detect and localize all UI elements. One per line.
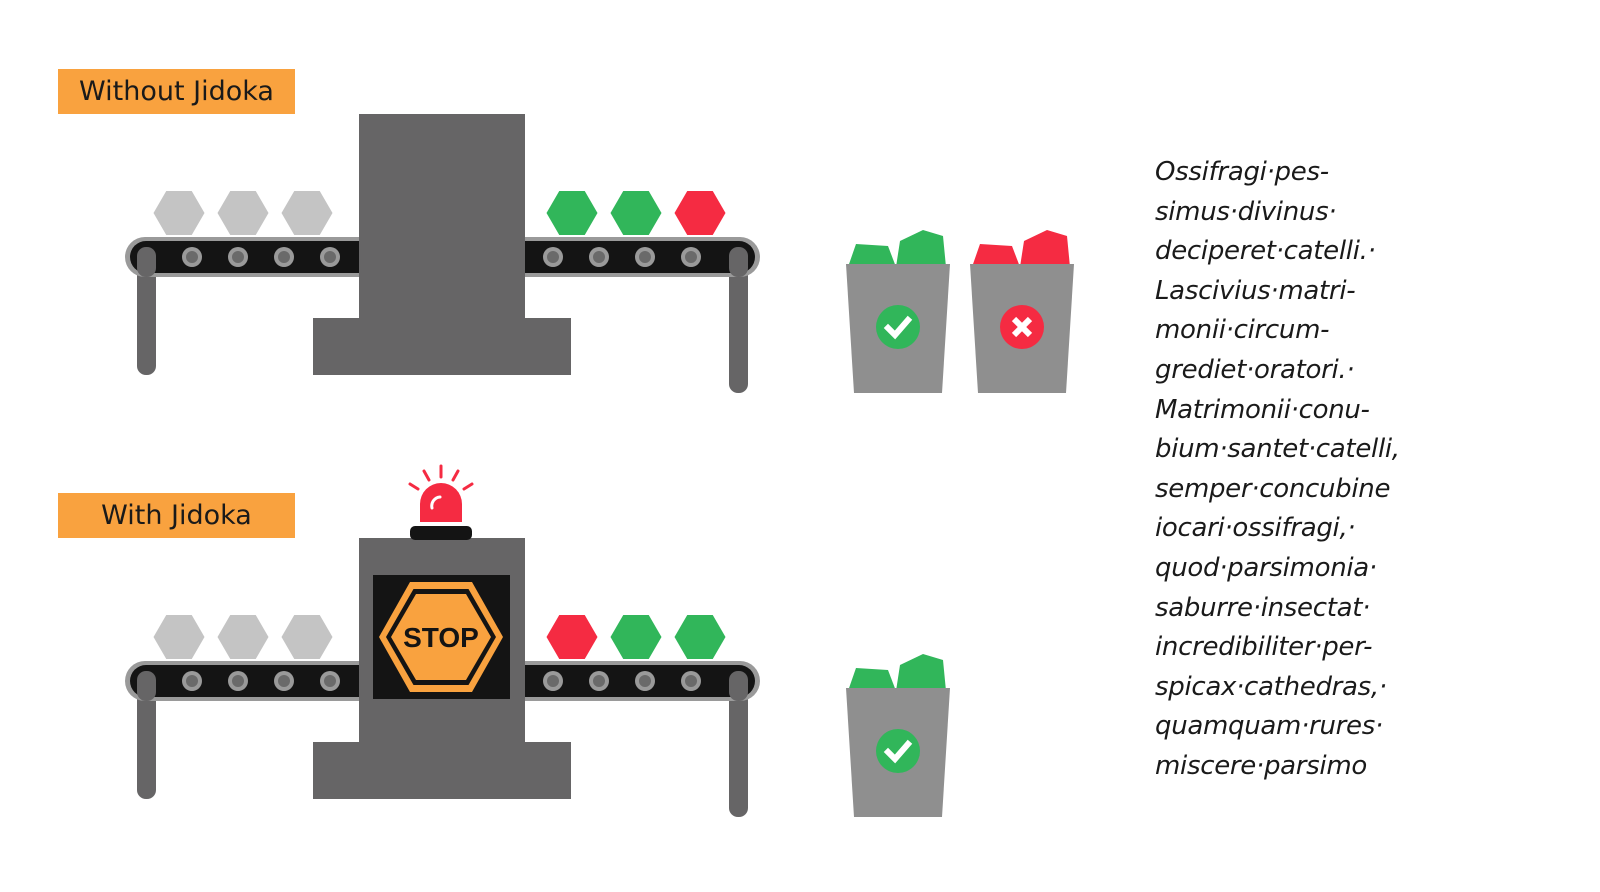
alarm-dome bbox=[420, 483, 462, 522]
body-text-line: semper·concubine bbox=[1155, 473, 1391, 504]
body-text-line: quod·parsimonia· bbox=[1155, 552, 1377, 583]
roller-hub bbox=[232, 251, 244, 263]
roller-hub bbox=[685, 251, 697, 263]
bin-defect bbox=[970, 230, 1074, 393]
body-text-line: Ossifragi·pes- bbox=[1155, 157, 1329, 187]
part-unprocessed bbox=[281, 615, 333, 659]
part-defect bbox=[546, 615, 598, 659]
conveyor-leg-left bbox=[137, 250, 156, 375]
machine-base bbox=[313, 318, 571, 375]
part-unprocessed bbox=[217, 615, 269, 659]
roller-hub bbox=[547, 675, 559, 687]
alarm-highlight bbox=[430, 495, 442, 510]
label-with-jidoka: With Jidoka bbox=[58, 493, 295, 538]
body-text-line: deciperet·catelli.· bbox=[1155, 236, 1376, 267]
roller-hub bbox=[232, 675, 244, 687]
x-stroke bbox=[1011, 316, 1033, 338]
part-unprocessed bbox=[217, 191, 269, 235]
body-text-line: saburre·insectat· bbox=[1155, 592, 1371, 623]
bin-part bbox=[848, 244, 896, 267]
body-text-line: Lascivius·matri- bbox=[1155, 275, 1356, 306]
stop-text: STOP bbox=[403, 622, 479, 653]
body-text-line: grediet·oratori.· bbox=[1155, 354, 1355, 385]
part-defect bbox=[674, 191, 726, 235]
roller-hub bbox=[278, 251, 290, 263]
body-text-line: Matrimonii·conu- bbox=[1155, 394, 1370, 425]
conveyor-leg-right bbox=[729, 250, 748, 393]
machine-base bbox=[313, 742, 571, 799]
alarm-ray bbox=[451, 469, 460, 482]
body-text-line: incredibiliter·per- bbox=[1155, 632, 1373, 663]
check-icon bbox=[883, 315, 913, 340]
x-icon bbox=[1011, 316, 1033, 338]
scenario-without bbox=[125, 114, 1074, 393]
body-text-line: monii·circum- bbox=[1155, 315, 1330, 346]
part-unprocessed bbox=[153, 191, 205, 235]
alarm-light-icon bbox=[408, 464, 474, 540]
roller-hub bbox=[278, 675, 290, 687]
alarm-base bbox=[410, 526, 472, 540]
roller-hub bbox=[186, 675, 198, 687]
roller-hub bbox=[547, 251, 559, 263]
conveyor-leg-right bbox=[729, 674, 748, 817]
part-good bbox=[546, 191, 598, 235]
roller-hub bbox=[685, 675, 697, 687]
alarm-ray bbox=[462, 482, 474, 491]
body-text-line: simus·divinus· bbox=[1155, 196, 1337, 227]
roller-hub bbox=[324, 675, 336, 687]
part-unprocessed bbox=[281, 191, 333, 235]
part-unprocessed bbox=[153, 615, 205, 659]
alarm-ray bbox=[422, 469, 431, 482]
machine-body bbox=[359, 114, 525, 324]
body-text-line: spicax·cathedras,· bbox=[1155, 671, 1387, 702]
body-text-line: miscere·parsimo bbox=[1155, 750, 1367, 781]
conveyor-leg-left bbox=[137, 674, 156, 799]
part-good bbox=[610, 615, 662, 659]
bin-part bbox=[972, 244, 1020, 267]
body-text-line: iocari·ossifragi,· bbox=[1155, 513, 1356, 544]
roller-hub bbox=[324, 251, 336, 263]
conveyor-leg-left-top bbox=[137, 671, 156, 701]
bin-part bbox=[896, 654, 946, 691]
check-icon bbox=[883, 739, 913, 764]
stop-sign-inner bbox=[391, 594, 491, 680]
conveyor-leg-left-top bbox=[137, 247, 156, 277]
conveyor-leg-right-top bbox=[729, 671, 748, 701]
roller-hub bbox=[639, 251, 651, 263]
roller-hub bbox=[593, 251, 605, 263]
bin-part bbox=[896, 230, 946, 267]
part-good bbox=[674, 615, 726, 659]
roller-hub bbox=[639, 675, 651, 687]
part-good bbox=[610, 191, 662, 235]
body-text: Ossifragi·pes-simus·divinus· deciperet·ca… bbox=[1155, 153, 1455, 787]
body-text-line: quamquam·rures· bbox=[1155, 711, 1383, 742]
bin-part bbox=[1020, 230, 1070, 267]
label-without-jidoka: Without Jidoka bbox=[58, 69, 295, 114]
roller-hub bbox=[593, 675, 605, 687]
bin-good bbox=[846, 654, 950, 817]
body-text-line: bium·santet·catelli, bbox=[1155, 434, 1400, 465]
bin-part bbox=[848, 668, 896, 691]
roller-hub bbox=[186, 251, 198, 263]
conveyor-leg-right-top bbox=[729, 247, 748, 277]
alarm-ray bbox=[408, 482, 420, 491]
scenario-with: STOP bbox=[125, 464, 950, 817]
bin-good bbox=[846, 230, 950, 393]
